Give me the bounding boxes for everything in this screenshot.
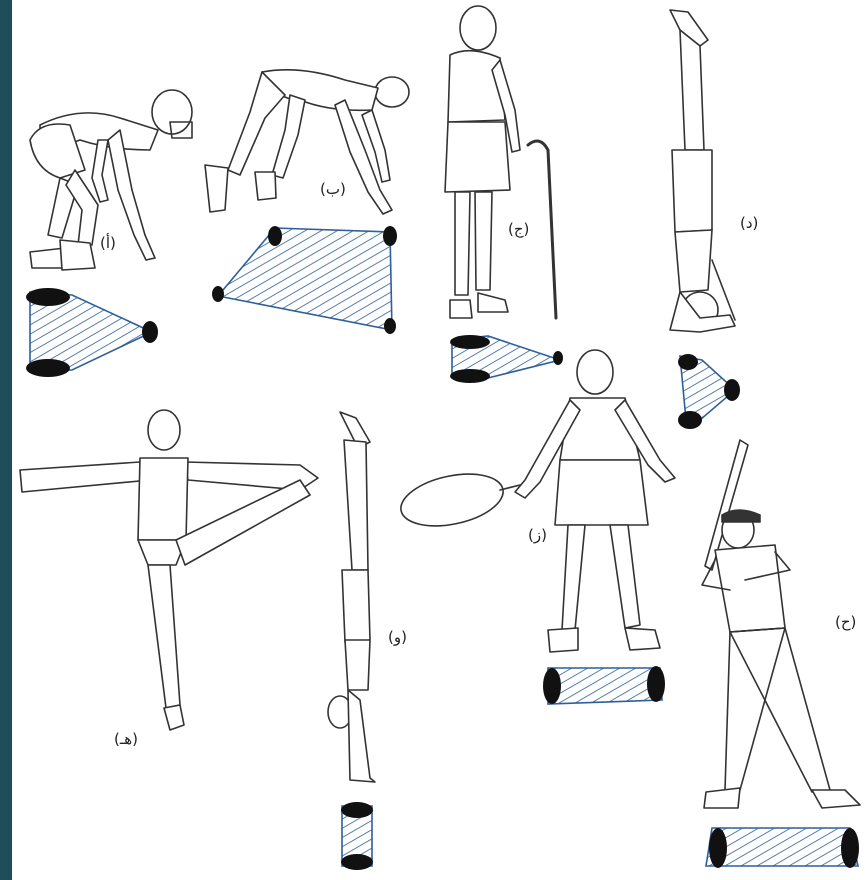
label-a: (أ)	[100, 234, 116, 252]
figure-g-tennis-player	[396, 350, 675, 652]
figure-f-handstand	[328, 412, 375, 782]
base-b	[212, 226, 397, 334]
base-g	[543, 666, 665, 704]
figure-b-crawling-woman	[205, 70, 409, 214]
label-f: (و)	[388, 628, 407, 646]
label-g: (ز)	[528, 526, 547, 544]
figure-e-gymnast	[20, 410, 318, 730]
base-f	[341, 802, 373, 870]
label-h: (ح)	[835, 613, 856, 631]
label-c: (ج)	[508, 220, 529, 238]
figure-d-headstand	[670, 10, 735, 332]
base-h	[706, 828, 859, 868]
base-a	[26, 288, 158, 377]
figure-c-elderly-man-cane	[445, 6, 556, 318]
base-c	[450, 335, 563, 383]
label-b: (ب)	[320, 180, 346, 198]
label-e: (هـ)	[114, 730, 138, 748]
base-d	[678, 354, 740, 429]
label-d: (د)	[740, 214, 758, 232]
